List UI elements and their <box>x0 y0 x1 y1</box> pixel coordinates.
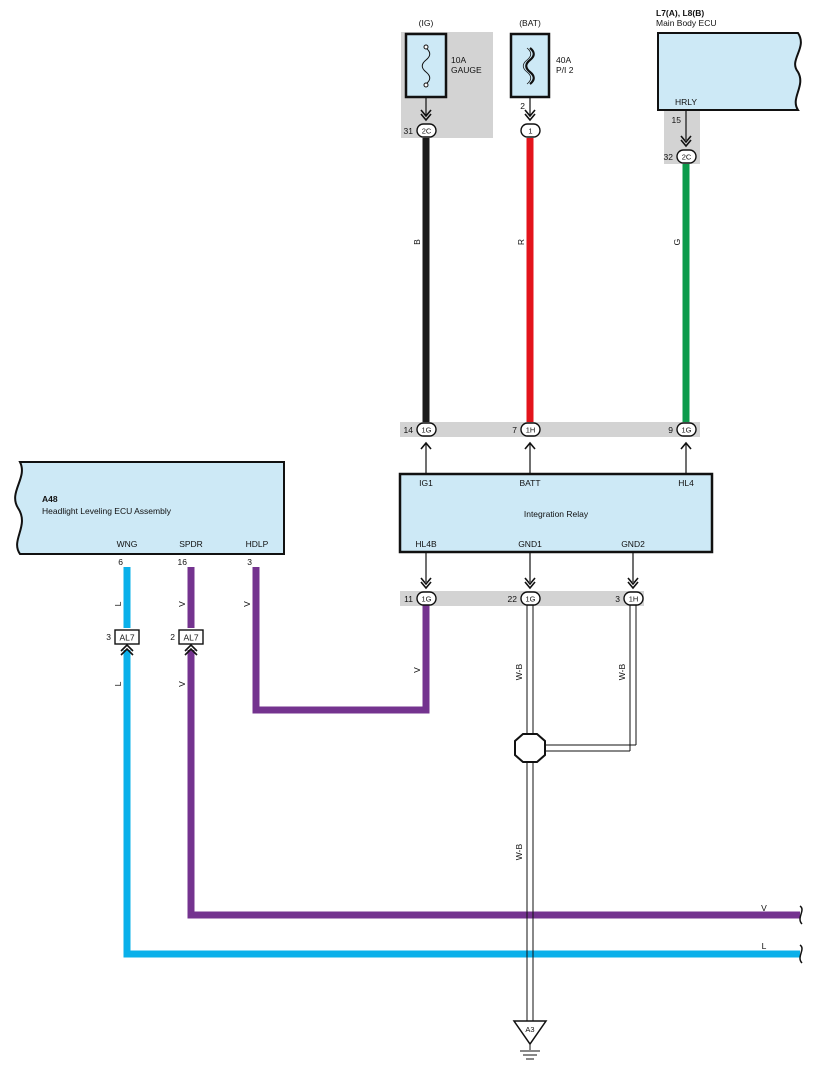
relay-top-pin-1: 14 <box>404 425 414 435</box>
fuse-gauge-pin: 31 <box>404 126 414 136</box>
wire-label-blue-right: L <box>762 941 767 951</box>
connector-pills <box>416 123 697 606</box>
relay-bottom-conn-1: 1G <box>421 595 431 604</box>
main-body-ecu-pin: 15 <box>672 115 682 125</box>
relay-bottom-pin-3: 3 <box>615 594 620 604</box>
al7-conn-wng: AL7 <box>119 633 134 643</box>
pin-arrows <box>120 109 692 656</box>
main-body-ecu-name: Main Body ECU <box>656 18 716 28</box>
wire-violet-hdlp <box>252 567 430 714</box>
a48-ref: A48 <box>42 494 58 504</box>
fuse-element-icon <box>525 47 535 85</box>
fuse-bat-pin: 2 <box>520 101 525 111</box>
wire-label-red: R <box>516 239 526 245</box>
relay-bottom-conn-2: 1G <box>525 595 535 604</box>
a48-name: Headlight Leveling ECU Assembly <box>42 506 172 516</box>
al7-conn-spdr: AL7 <box>183 633 198 643</box>
connector-1g-ig1 <box>416 422 437 437</box>
relay-top-pin-3: 9 <box>668 425 673 435</box>
ground-ref: A3 <box>525 1025 534 1034</box>
connector-1h-batt <box>520 422 541 437</box>
wire-label-violet-a48: V <box>242 601 252 607</box>
relay-bottom-pin-2: 22 <box>508 594 518 604</box>
connector-al7-wng <box>114 629 140 645</box>
fuse-10a-gauge <box>404 32 448 115</box>
fuse-gauge-source: (IG) <box>419 18 434 28</box>
wire-label-violet-hdlp: V <box>412 667 422 673</box>
connector-al7-spdr <box>178 629 204 645</box>
wire-label-green: G <box>672 239 682 246</box>
al7-pin-wng: 3 <box>106 632 111 642</box>
wire-label-black: B <box>412 239 422 245</box>
splice-junction <box>514 733 546 763</box>
wire-label-ground-gnd1: W-B <box>514 663 524 680</box>
fuse-bat-source: (BAT) <box>519 18 541 28</box>
fuse-element-icon <box>421 47 431 85</box>
wire-label-violet-spdr-top: V <box>177 601 187 607</box>
fuse-gauge-rating: 10A <box>451 55 466 65</box>
relay-top-conn-1: 1G <box>421 426 431 435</box>
relay-terminal-hl4: HL4 <box>678 478 694 488</box>
fuse-bat-rating: 40A <box>556 55 571 65</box>
main-body-ecu-ref: L7(A), L8(B) <box>656 8 704 18</box>
wire-ground-wb <box>526 605 637 1022</box>
connector-1h-gnd2 <box>623 591 644 606</box>
headlight-leveling-ecu-box <box>14 461 285 555</box>
wire-violet-spdr <box>187 650 800 919</box>
main-body-ecu-terminal: HRLY <box>675 97 697 107</box>
connector-1g-hl4b <box>416 591 437 606</box>
connector-2c-gauge <box>416 123 437 138</box>
relay-top-conn-3: 1G <box>681 426 691 435</box>
relay-terminal-hl4b: HL4B <box>415 539 437 549</box>
ground-icon <box>512 1020 548 1060</box>
fuse-gauge-connector: 2C <box>422 127 432 136</box>
a48-terminal-hdlp: HDLP <box>246 539 269 549</box>
al7-pin-spdr: 2 <box>170 632 175 642</box>
a48-pin-wng: 6 <box>118 557 123 567</box>
relay-bottom-pin-1: 11 <box>404 594 413 604</box>
wire-blue-wng <box>123 650 800 958</box>
connector-2c-ecu <box>676 149 697 164</box>
connector-1g-hl4 <box>676 422 697 437</box>
relay-terminal-gnd2: GND2 <box>621 539 645 549</box>
a48-terminal-wng: WNG <box>117 539 138 549</box>
relay-terminal-ig1: IG1 <box>419 478 433 488</box>
main-body-ecu-connector: 2C <box>682 153 692 162</box>
a48-pin-spdr: 16 <box>178 557 188 567</box>
relay-top-pin-2: 7 <box>512 425 517 435</box>
wire-label-ground-main: W-B <box>514 843 524 860</box>
relay-name: Integration Relay <box>524 509 589 519</box>
fuse-40a-pi2 <box>509 32 551 115</box>
a48-terminal-spdr: SPDR <box>179 539 203 549</box>
relay-bottom-conn-3: 1H <box>629 595 639 604</box>
main-body-ecu-box <box>657 32 802 111</box>
wire-label-violet-right: V <box>761 903 767 913</box>
fuse-bat-name: P/I 2 <box>556 65 574 75</box>
relay-top-connector-shade <box>400 422 700 437</box>
fuse-gauge-name: GAUGE <box>451 65 482 75</box>
connector-1g-gnd1 <box>520 591 541 606</box>
relay-top-conn-2: 1H <box>526 426 536 435</box>
integration-relay-box <box>398 472 714 554</box>
main-body-ecu-conn-pin: 32 <box>664 152 674 162</box>
fuse-bat-connector: 1 <box>528 127 532 136</box>
relay-terminal-batt: BATT <box>519 478 540 488</box>
relay-terminal-gnd1: GND1 <box>518 539 542 549</box>
wire-label-violet-spdr-bottom: V <box>177 681 187 687</box>
wire-label-blue-bottom: L <box>113 681 123 686</box>
wire-label-blue-top: L <box>113 601 123 606</box>
connector-1-bat <box>520 123 541 138</box>
wire-label-ground-gnd2: W-B <box>617 663 627 680</box>
a48-pin-hdlp: 3 <box>247 557 252 567</box>
